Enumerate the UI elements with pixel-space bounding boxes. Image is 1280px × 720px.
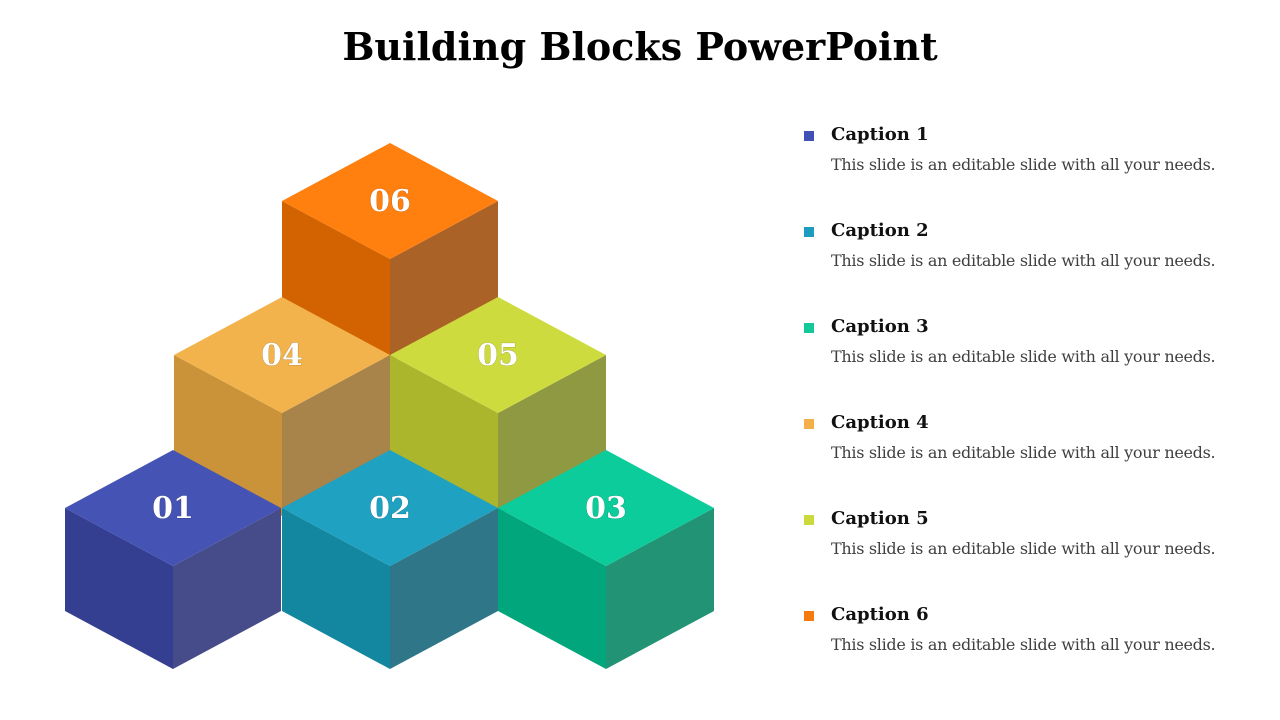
legend-marker-4 (804, 419, 814, 429)
legend-item-3: Caption 3 This slide is an editable slid… (804, 316, 1274, 412)
block-04: 04 (174, 297, 390, 516)
legend-marker-3 (804, 323, 814, 333)
legend-text-6: This slide is an editable slide with all… (831, 635, 1216, 654)
block-05: 05 (390, 297, 606, 516)
legend-item-1: Caption 1 This slide is an editable slid… (804, 124, 1274, 220)
slide-title: Building Blocks PowerPoint (342, 24, 938, 69)
block-02-right-face (390, 508, 498, 669)
block-03: 03 (498, 450, 714, 669)
legend-marker-2 (804, 227, 814, 237)
legend-item-5: Caption 5 This slide is an editable slid… (804, 508, 1274, 604)
block-06-right-face (390, 201, 498, 362)
block-02-left-face (282, 508, 390, 669)
legend-text-3: This slide is an editable slide with all… (831, 347, 1216, 366)
block-06-top-face (282, 143, 498, 259)
block-01-left-face (65, 508, 173, 669)
block-03-right-face (606, 508, 714, 669)
legend-title-1: Caption 1 (831, 124, 929, 145)
block-05-left-face (390, 355, 498, 516)
block-04-left-face (174, 355, 282, 516)
block-06-number: 06 (369, 184, 411, 219)
legend-item-4: Caption 4 This slide is an editable slid… (804, 412, 1274, 508)
block-03-top-face (498, 450, 714, 566)
block-06: 06 (282, 143, 498, 362)
block-01-right-face (173, 508, 281, 669)
legend-item-6: Caption 6 This slide is an editable slid… (804, 604, 1274, 700)
block-03-left-face (498, 508, 606, 669)
legend-item-2: Caption 2 This slide is an editable slid… (804, 220, 1274, 316)
block-02-top-face (282, 450, 498, 566)
legend-marker-5 (804, 515, 814, 525)
legend-title-6: Caption 6 (831, 604, 929, 625)
legend-title-4: Caption 4 (831, 412, 929, 433)
block-02-number: 02 (369, 491, 411, 526)
caption-legend: Caption 1 This slide is an editable slid… (804, 124, 1274, 700)
block-04-top-face (174, 297, 390, 413)
legend-marker-1 (804, 131, 814, 141)
legend-title-3: Caption 3 (831, 316, 929, 337)
legend-text-5: This slide is an editable slide with all… (831, 539, 1216, 558)
block-05-right-face (498, 355, 606, 516)
legend-text-4: This slide is an editable slide with all… (831, 443, 1216, 462)
block-04-number: 04 (261, 338, 303, 373)
legend-marker-6 (804, 611, 814, 621)
legend-text-1: This slide is an editable slide with all… (831, 155, 1216, 174)
block-01-number: 01 (152, 491, 194, 526)
block-01-top-face (65, 450, 281, 566)
block-04-right-face (282, 355, 390, 516)
block-06-left-face (282, 201, 390, 362)
block-05-number: 05 (477, 338, 519, 373)
building-blocks-diagram: 06 04 05 01 02 03 (65, 143, 714, 669)
legend-title-2: Caption 2 (831, 220, 929, 241)
block-03-number: 03 (585, 491, 627, 526)
block-05-top-face (390, 297, 606, 413)
legend-text-2: This slide is an editable slide with all… (831, 251, 1216, 270)
block-02: 02 (282, 450, 498, 669)
legend-title-5: Caption 5 (831, 508, 929, 529)
block-01: 01 (65, 450, 281, 669)
